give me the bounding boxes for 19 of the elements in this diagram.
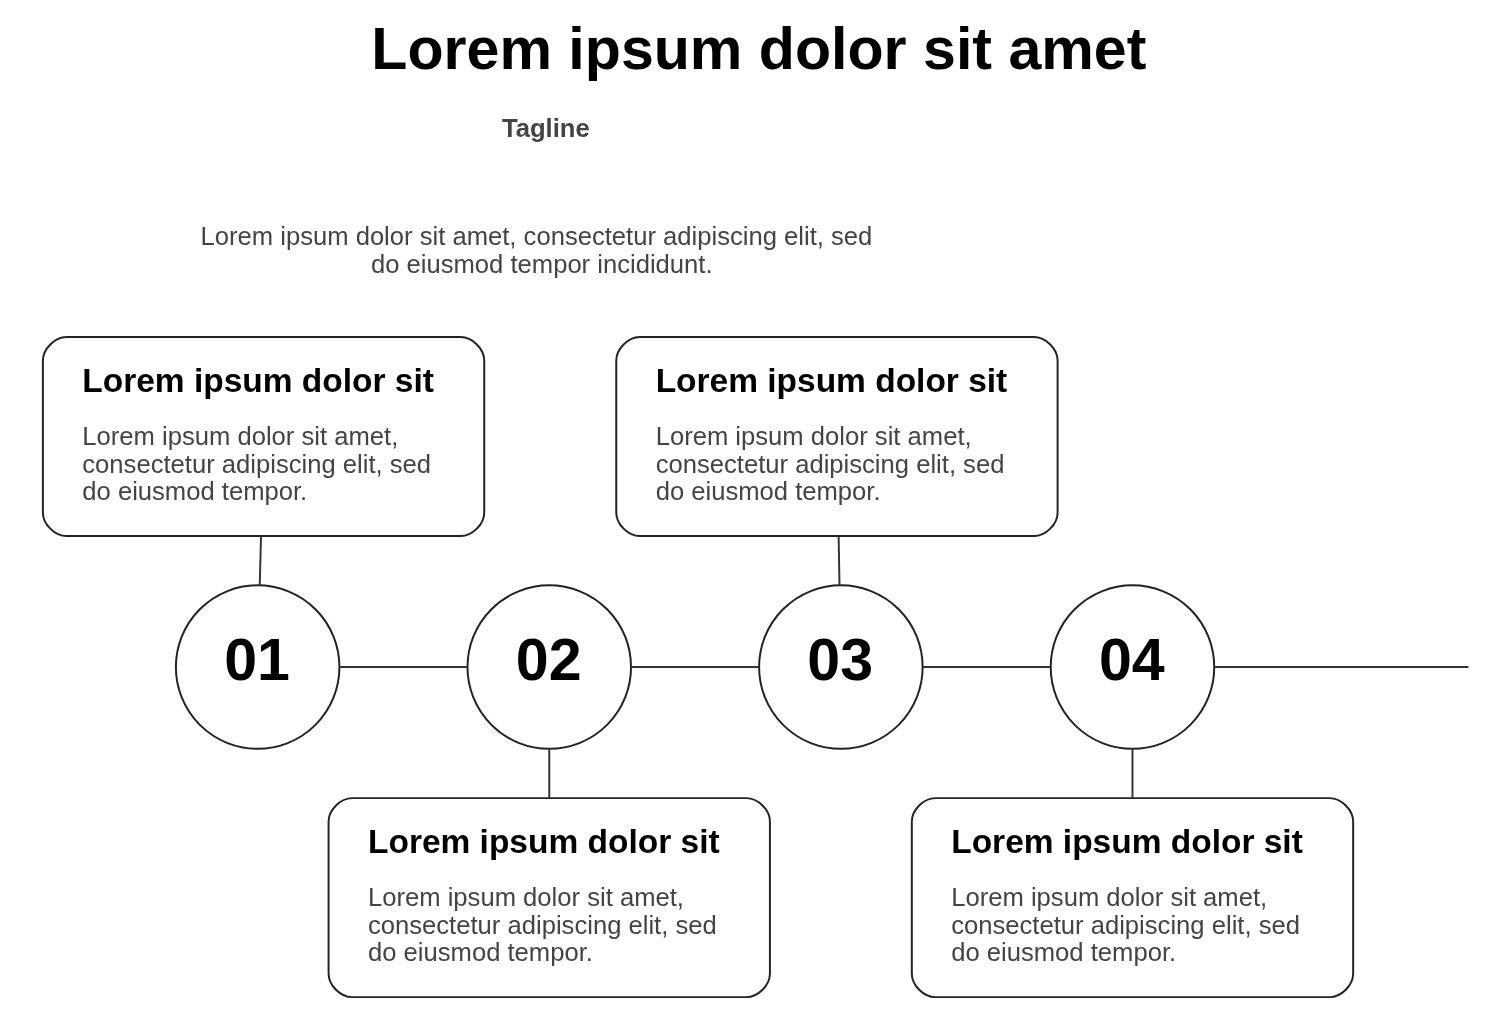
node-circle: 01: [174, 584, 340, 750]
label: Tagline: [501, 113, 590, 142]
node-box: Lorem ipsum dolor sit Lorem ipsum dolor sit amet, consectetur adipiscing elit, sed do eiusmod tempor.: [910, 797, 1354, 999]
node-circle: 02: [466, 584, 632, 750]
node-box: Lorem ipsum dolor sit Lorem ipsum dolor sit amet, consectetur adipiscing elit, sed do eiusmod tempor.: [41, 336, 485, 538]
node-circle: 03: [757, 584, 924, 750]
connector: [338, 666, 468, 669]
connector: [921, 666, 1052, 669]
connector: [629, 666, 760, 669]
connector: [258, 535, 262, 587]
label: Lorem ipsum dolor sit amet, consectetur adipiscing elit, sed do eiusmod tempor incididunt.: [200, 222, 872, 278]
connector: [837, 535, 840, 587]
node-circle: 04: [1049, 584, 1215, 750]
connector: [1213, 666, 1469, 669]
connector: [547, 747, 550, 799]
node-box: Lorem ipsum dolor sit Lorem ipsum dolor sit amet, consectetur adipiscing elit, sed do eiusmod tempor.: [614, 336, 1059, 538]
node-box: Lorem ipsum dolor sit Lorem ipsum dolor sit amet, consectetur adipiscing elit, sed do eiusmod tempor.: [327, 797, 771, 999]
connector: [1131, 747, 1133, 799]
diagram-title: Lorem ipsum dolor sit amet: [370, 15, 1146, 83]
